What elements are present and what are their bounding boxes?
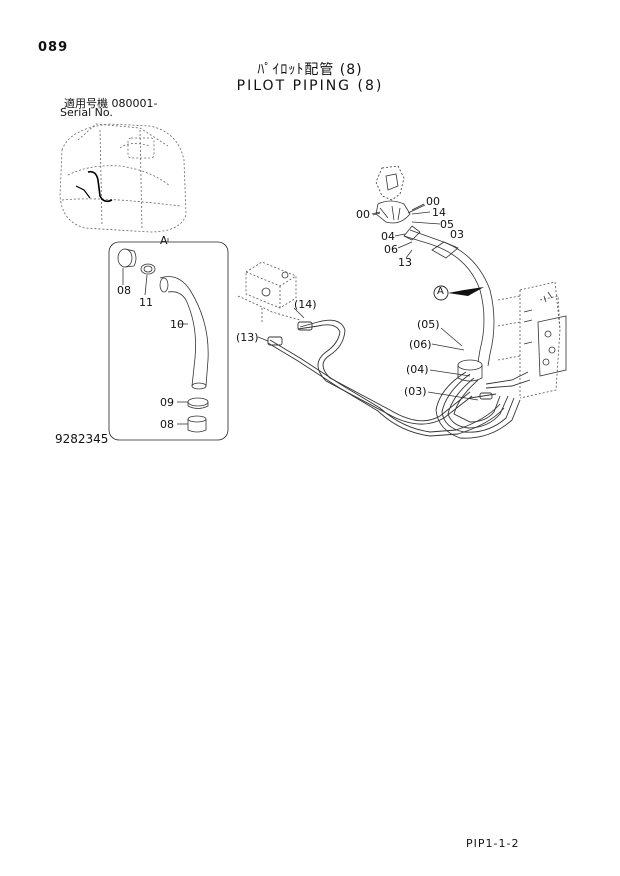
title-english: PILOT PIPING (8) (236, 78, 384, 94)
part-label-14-hidden: (14) (294, 298, 317, 311)
detail-view-frame (108, 241, 229, 441)
part-label-05-hidden: (05) (417, 318, 440, 331)
part-label-00-right: 00 (426, 195, 440, 208)
part-label-03: 03 (450, 228, 464, 241)
detail-view-label: A (160, 234, 168, 247)
control-valve-sketch (497, 281, 561, 399)
part-label-04: 04 (381, 230, 395, 243)
part-label-05: 05 (440, 218, 454, 231)
part-label-13-hidden: (13) (236, 331, 259, 344)
part-label-00-left: 00 (356, 208, 370, 221)
part-label-08-bottom: 08 (160, 418, 174, 431)
part-label-08-top: 08 (117, 284, 131, 297)
machine-overview-sketch (59, 123, 187, 233)
hose-part-10 (159, 276, 209, 390)
clamp-part-09 (187, 397, 209, 409)
clamp-part-11 (140, 263, 156, 275)
part-label-09: 09 (160, 396, 174, 409)
cap-part-08-top (117, 248, 137, 268)
cap-part-08-bottom (187, 415, 207, 433)
view-arrow-label: A (437, 286, 444, 297)
part-label-06: 06 (384, 243, 398, 256)
page-number: 089 (38, 40, 69, 55)
part-label-14: 14 (432, 206, 446, 219)
view-arrow-a (433, 285, 484, 301)
valve-block-sketch (237, 261, 301, 322)
part-label-13: 13 (398, 256, 412, 269)
large-pilot-hose (403, 225, 495, 382)
part-label-10: 10 (170, 318, 184, 331)
overview-pipe-highlight (87, 170, 113, 203)
serial-label-japanese: 適用号機 080001- (64, 97, 158, 110)
footer-page-code: PIP1-1-2 (466, 837, 520, 850)
part-label-06-hidden: (06) (409, 338, 432, 351)
diagram-reference-number: 9282345 (55, 432, 109, 446)
pilot-hose-13-14 (267, 319, 505, 437)
part-label-11: 11 (139, 296, 153, 309)
title-japanese: ﾊﾟｲﾛｯﾄ配管 (8) (257, 62, 363, 78)
pilot-hose-bundle (435, 371, 531, 439)
serial-label-english: Serial No. (60, 106, 113, 119)
part-label-03-hidden: (03) (404, 385, 427, 398)
control-valve-ports (523, 291, 567, 377)
part-label-04-hidden: (04) (406, 363, 429, 376)
pilot-valve-top (372, 165, 426, 224)
